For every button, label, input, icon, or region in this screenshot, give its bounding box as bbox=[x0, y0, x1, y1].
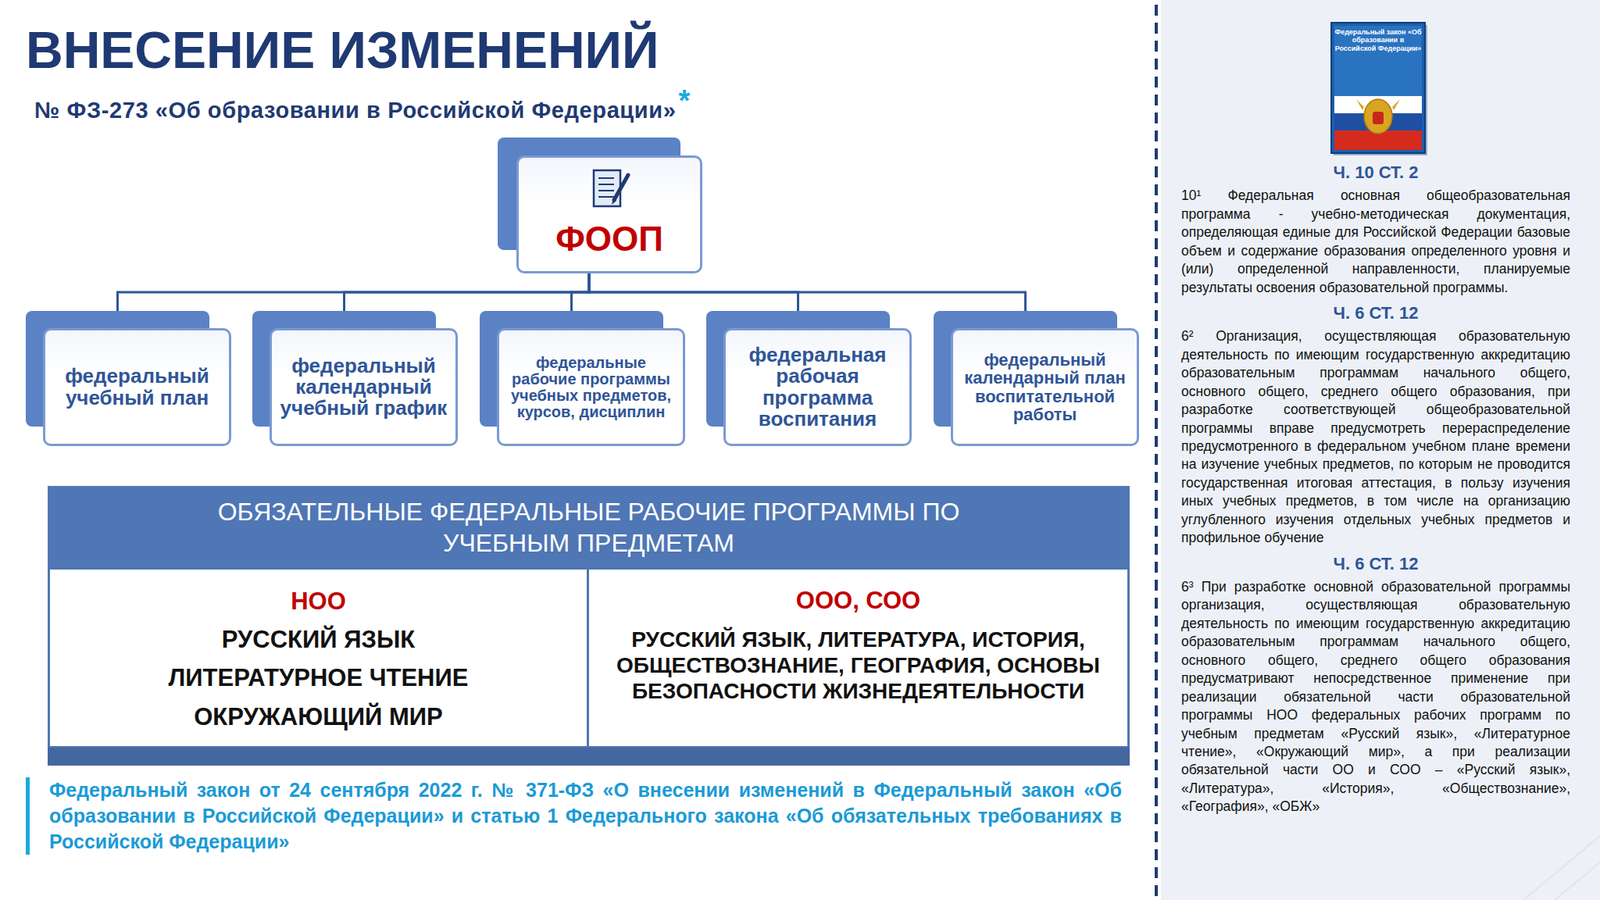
box-face: федеральная рабочая программа воспитания bbox=[723, 328, 912, 447]
text-holder: федеральный календарный учебный график bbox=[279, 355, 448, 420]
article-text: 6³ При разработке основной образовательн… bbox=[1181, 578, 1571, 817]
box-face: федеральные рабочие программы учебных пр… bbox=[496, 328, 686, 447]
subject-text: РУССКИЙ ЯЗЫК, ЛИТЕРАТУРА, ИСТОРИЯ, ОБЩЕС… bbox=[603, 626, 1114, 704]
table-header: ОБЯЗАТЕЛЬНЫЕ ФЕДЕРАЛЬНЫЕ РАБОЧИЕ ПРОГРАМ… bbox=[47, 485, 1130, 570]
article-text: 10¹ Федеральная основная общеобразовател… bbox=[1181, 186, 1571, 297]
text-holder: федеральный учебный план bbox=[53, 365, 222, 409]
law-subtitle: № ФЗ-273 «Об образовании в Российской Фе… bbox=[34, 96, 676, 125]
program-box: федеральный календарный учебный график bbox=[252, 310, 458, 447]
table-bottom-bar bbox=[47, 747, 1130, 766]
programs-table: ОБЯЗАТЕЛЬНЫЕ ФЕДЕРАЛЬНЫЕ РАБОЧИЕ ПРОГРАМ… bbox=[47, 485, 1130, 766]
box-text: федеральный календарный учебный график bbox=[279, 355, 448, 420]
subject-cell: ООО, СОО РУССКИЙ ЯЗЫК, ЛИТЕРАТУРА, ИСТОРИ… bbox=[589, 569, 1128, 747]
box-text: федеральный учебный план bbox=[53, 365, 222, 409]
text-holder: ООО, СОО РУССКИЙ ЯЗЫК, ЛИТЕРАТУРА, ИСТОРИ… bbox=[603, 586, 1114, 704]
footnote-mark: * bbox=[678, 85, 690, 116]
program-box: федеральный учебный план bbox=[25, 310, 232, 447]
article-heading: Ч. 6 СТ. 12 bbox=[1181, 553, 1571, 575]
document-icon bbox=[585, 165, 633, 213]
box-text: федеральная рабочая программа воспитания bbox=[733, 344, 902, 430]
box-text: федеральный календарный план воспитатель… bbox=[960, 350, 1129, 423]
side-panel bbox=[1160, 0, 1600, 900]
fooop-box: ФООП bbox=[497, 137, 703, 274]
text-holder: федеральный календарный план воспитатель… bbox=[960, 350, 1129, 423]
text-holder: федеральная рабочая программа воспитания bbox=[733, 344, 902, 430]
subject-text: ЛИТЕРАТУРНОЕ ЧТЕНИЕ bbox=[64, 663, 573, 693]
article-heading: Ч. 6 СТ. 12 bbox=[1181, 303, 1571, 324]
tree-connector bbox=[589, 273, 1026, 311]
text-holder: ФООП bbox=[526, 220, 693, 258]
box-text: федеральные рабочие программы учебных пр… bbox=[507, 354, 675, 421]
box-text: ФООП bbox=[526, 220, 693, 258]
level-heading: НОО bbox=[64, 586, 573, 616]
caption-area: Федеральный закон от 24 сентября 2022 г.… bbox=[25, 777, 1122, 855]
book-title-area: Федеральный закон «Об образовании в Росс… bbox=[1334, 28, 1422, 53]
article-text: 6² Организация, осуществляющая образоват… bbox=[1181, 327, 1571, 547]
tree-connector bbox=[117, 273, 590, 311]
law-caption: Федеральный закон от 24 сентября 2022 г.… bbox=[49, 777, 1122, 855]
level-heading: ООО, СОО bbox=[603, 586, 1114, 616]
subject-text: ОКРУЖАЮЩИЙ МИР bbox=[64, 702, 573, 732]
box-face: федеральный календарный план воспитатель… bbox=[950, 328, 1140, 447]
law-excerpts: Ч. 10 СТ. 2 10¹ Федеральная основная обще… bbox=[1181, 162, 1571, 817]
tree-connector bbox=[344, 273, 590, 311]
corner-ornament bbox=[1523, 835, 1600, 900]
box-face: федеральный учебный план bbox=[42, 328, 232, 447]
subject-cell: НОО РУССКИЙ ЯЗЫК ЛИТЕРАТУРНОЕ ЧТЕНИЕ ОКРУЖА… bbox=[50, 569, 587, 747]
text-holder: федеральные рабочие программы учебных пр… bbox=[507, 354, 675, 421]
dashed-divider bbox=[1154, 4, 1158, 899]
box-face: федеральный календарный учебный график bbox=[269, 328, 458, 447]
program-box: федеральная рабочая программа воспитания bbox=[706, 310, 912, 447]
title-area: ВНЕСЕНИЕ ИЗМЕНЕНИЙ bbox=[25, 21, 660, 79]
program-box: федеральный календарный план воспитатель… bbox=[933, 310, 1140, 447]
book-title: Федеральный закон «Об образовании в Росс… bbox=[1334, 28, 1422, 53]
table-header-text: ОБЯЗАТЕЛЬНЫЕ ФЕДЕРАЛЬНЫЕ РАБОЧИЕ ПРОГРАМ… bbox=[194, 496, 984, 558]
subject-text: РУССКИЙ ЯЗЫК bbox=[64, 625, 573, 654]
tree-connector bbox=[571, 273, 590, 311]
text-holder: НОО РУССКИЙ ЯЗЫК ЛИТЕРАТУРНОЕ ЧТЕНИЕ ОКРУЖА… bbox=[64, 586, 573, 732]
text-holder: ОБЯЗАТЕЛЬНЫЕ ФЕДЕРАЛЬНЫЕ РАБОЧИЕ ПРОГРАМ… bbox=[194, 496, 984, 558]
box-face: ФООП bbox=[516, 155, 703, 274]
subtitle-area: № ФЗ-273 «Об образовании в Российской Фе… bbox=[34, 96, 690, 127]
slide-title: ВНЕСЕНИЕ ИЗМЕНЕНИЙ bbox=[25, 21, 660, 79]
law-book bbox=[1331, 22, 1428, 156]
program-box: федеральные рабочие программы учебных пр… bbox=[479, 310, 686, 447]
article-heading: Ч. 10 СТ. 2 bbox=[1181, 162, 1571, 183]
